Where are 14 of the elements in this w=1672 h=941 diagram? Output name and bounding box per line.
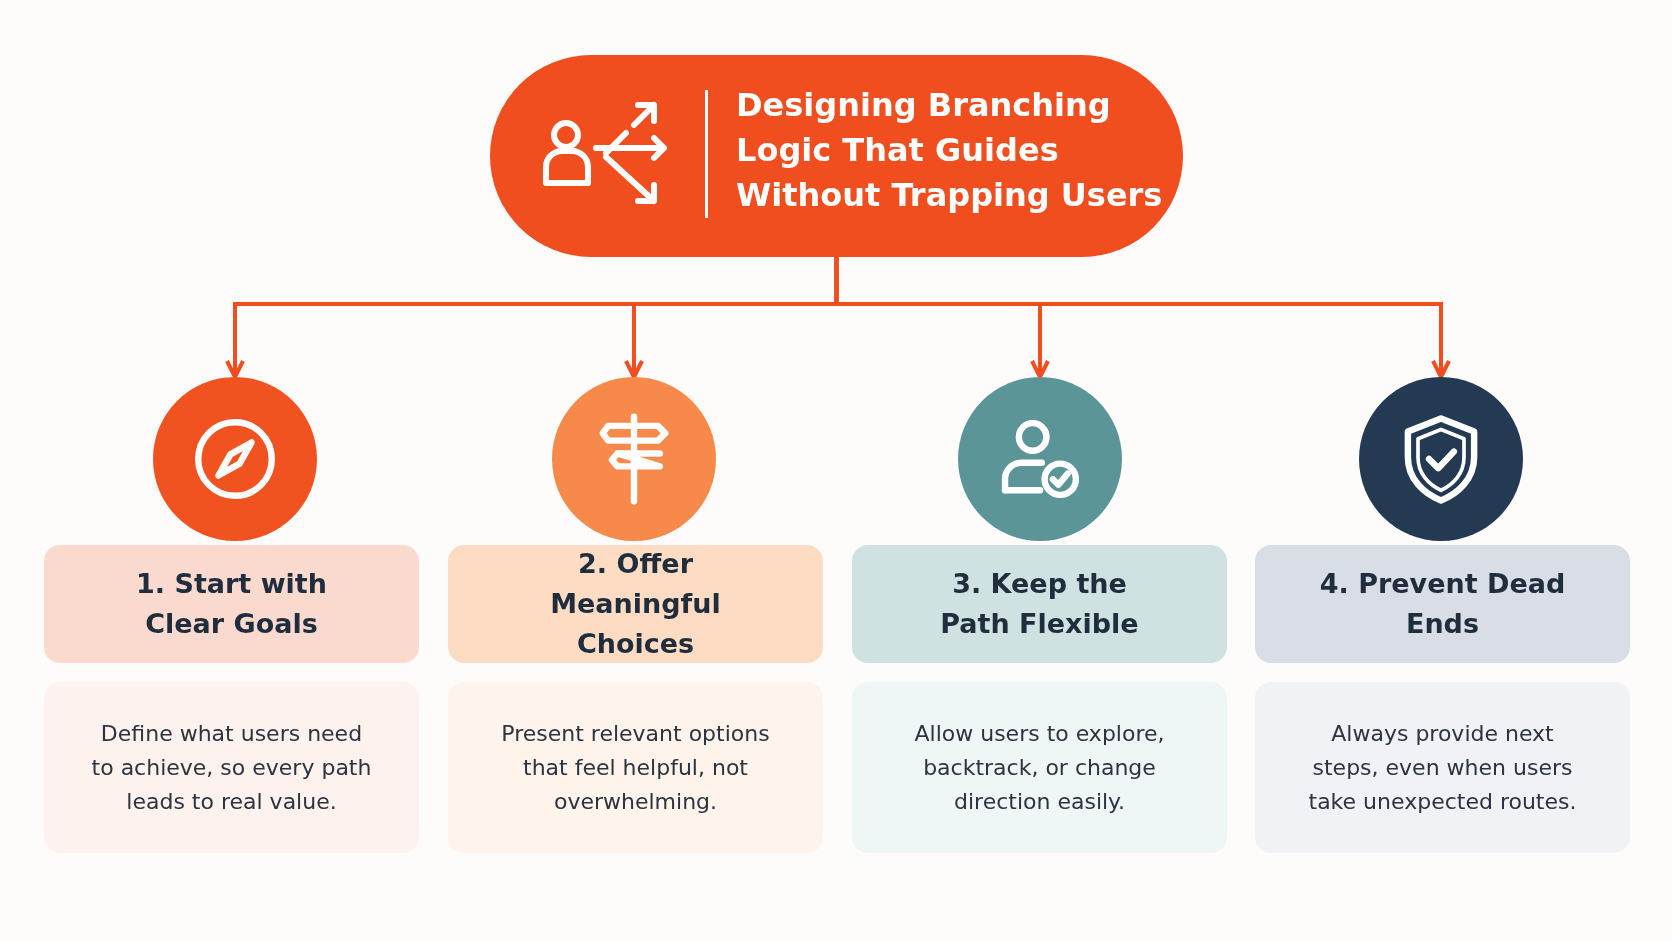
step-heading-box <box>448 545 823 663</box>
step-heading-box <box>852 545 1227 663</box>
pill-label: Designing Branching Logic That Guides Without Trapping Users <box>736 85 1164 216</box>
step-description: Present relevant options that feel helpful, not overwhelming. <box>500 719 771 816</box>
step-description: Allow users to explore, backtrack, or change direction easily. <box>913 719 1166 816</box>
step-description: Define what users need to achieve, so every path leads to real value. <box>91 719 372 816</box>
connector-arrow <box>834 257 1451 379</box>
step-heading-box <box>44 545 419 663</box>
step-heading-box <box>1255 545 1630 663</box>
step-heading: 4. Prevent Dead Ends <box>1318 567 1567 641</box>
step-heading: 3. Keep the Path Flexible <box>939 567 1140 641</box>
step-heading: 2. Offer Meaningful Choices <box>549 547 722 661</box>
step-heading: 1. Start with Clear Goals <box>135 567 328 641</box>
step-description: Always provide next steps, even when users take unexpected routes. <box>1307 719 1578 816</box>
